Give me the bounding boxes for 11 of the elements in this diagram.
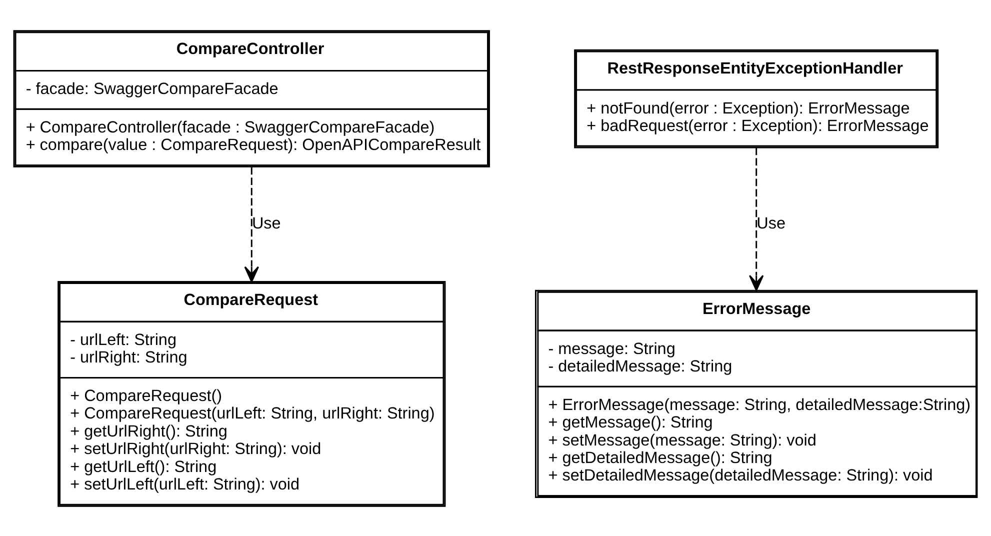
node-text: + notFound(error : Exception): ErrorMessage + badRequest(error : Exception): ErrorMessage: [586, 98, 929, 134]
node-text: - facade: SwaggerCompareFacade: [26, 80, 278, 98]
arrow: [244, 166, 259, 282]
node-text: - urlLeft: String - urlRight: String: [70, 330, 188, 366]
arrow: [748, 147, 764, 291]
edge-label: Use: [756, 214, 786, 232]
node-text: + ErrorMessage(message: String, detailedMessage:String) + getMessage(): String + setMessage(message: String): void + getDetailedMessage(): String + setDetailedMessage(detailedMessage: String): void: [548, 395, 971, 484]
node-text: + CompareController(facade : SwaggerCompareFacade) + compare(value : CompareRequest): OpenAPICompareResult: [26, 118, 481, 154]
edge-label: Use: [252, 214, 281, 232]
node-text: - message: String - detailedMessage: String: [548, 339, 732, 376]
node-text: + CompareRequest() + CompareRequest(urlLeft: String, urlRight: String) + getUrlRight(): String + setUrlRight(urlRight: String): void + getUrlLeft(): String + setUrlLeft(urlLeft: String): void: [70, 386, 435, 494]
